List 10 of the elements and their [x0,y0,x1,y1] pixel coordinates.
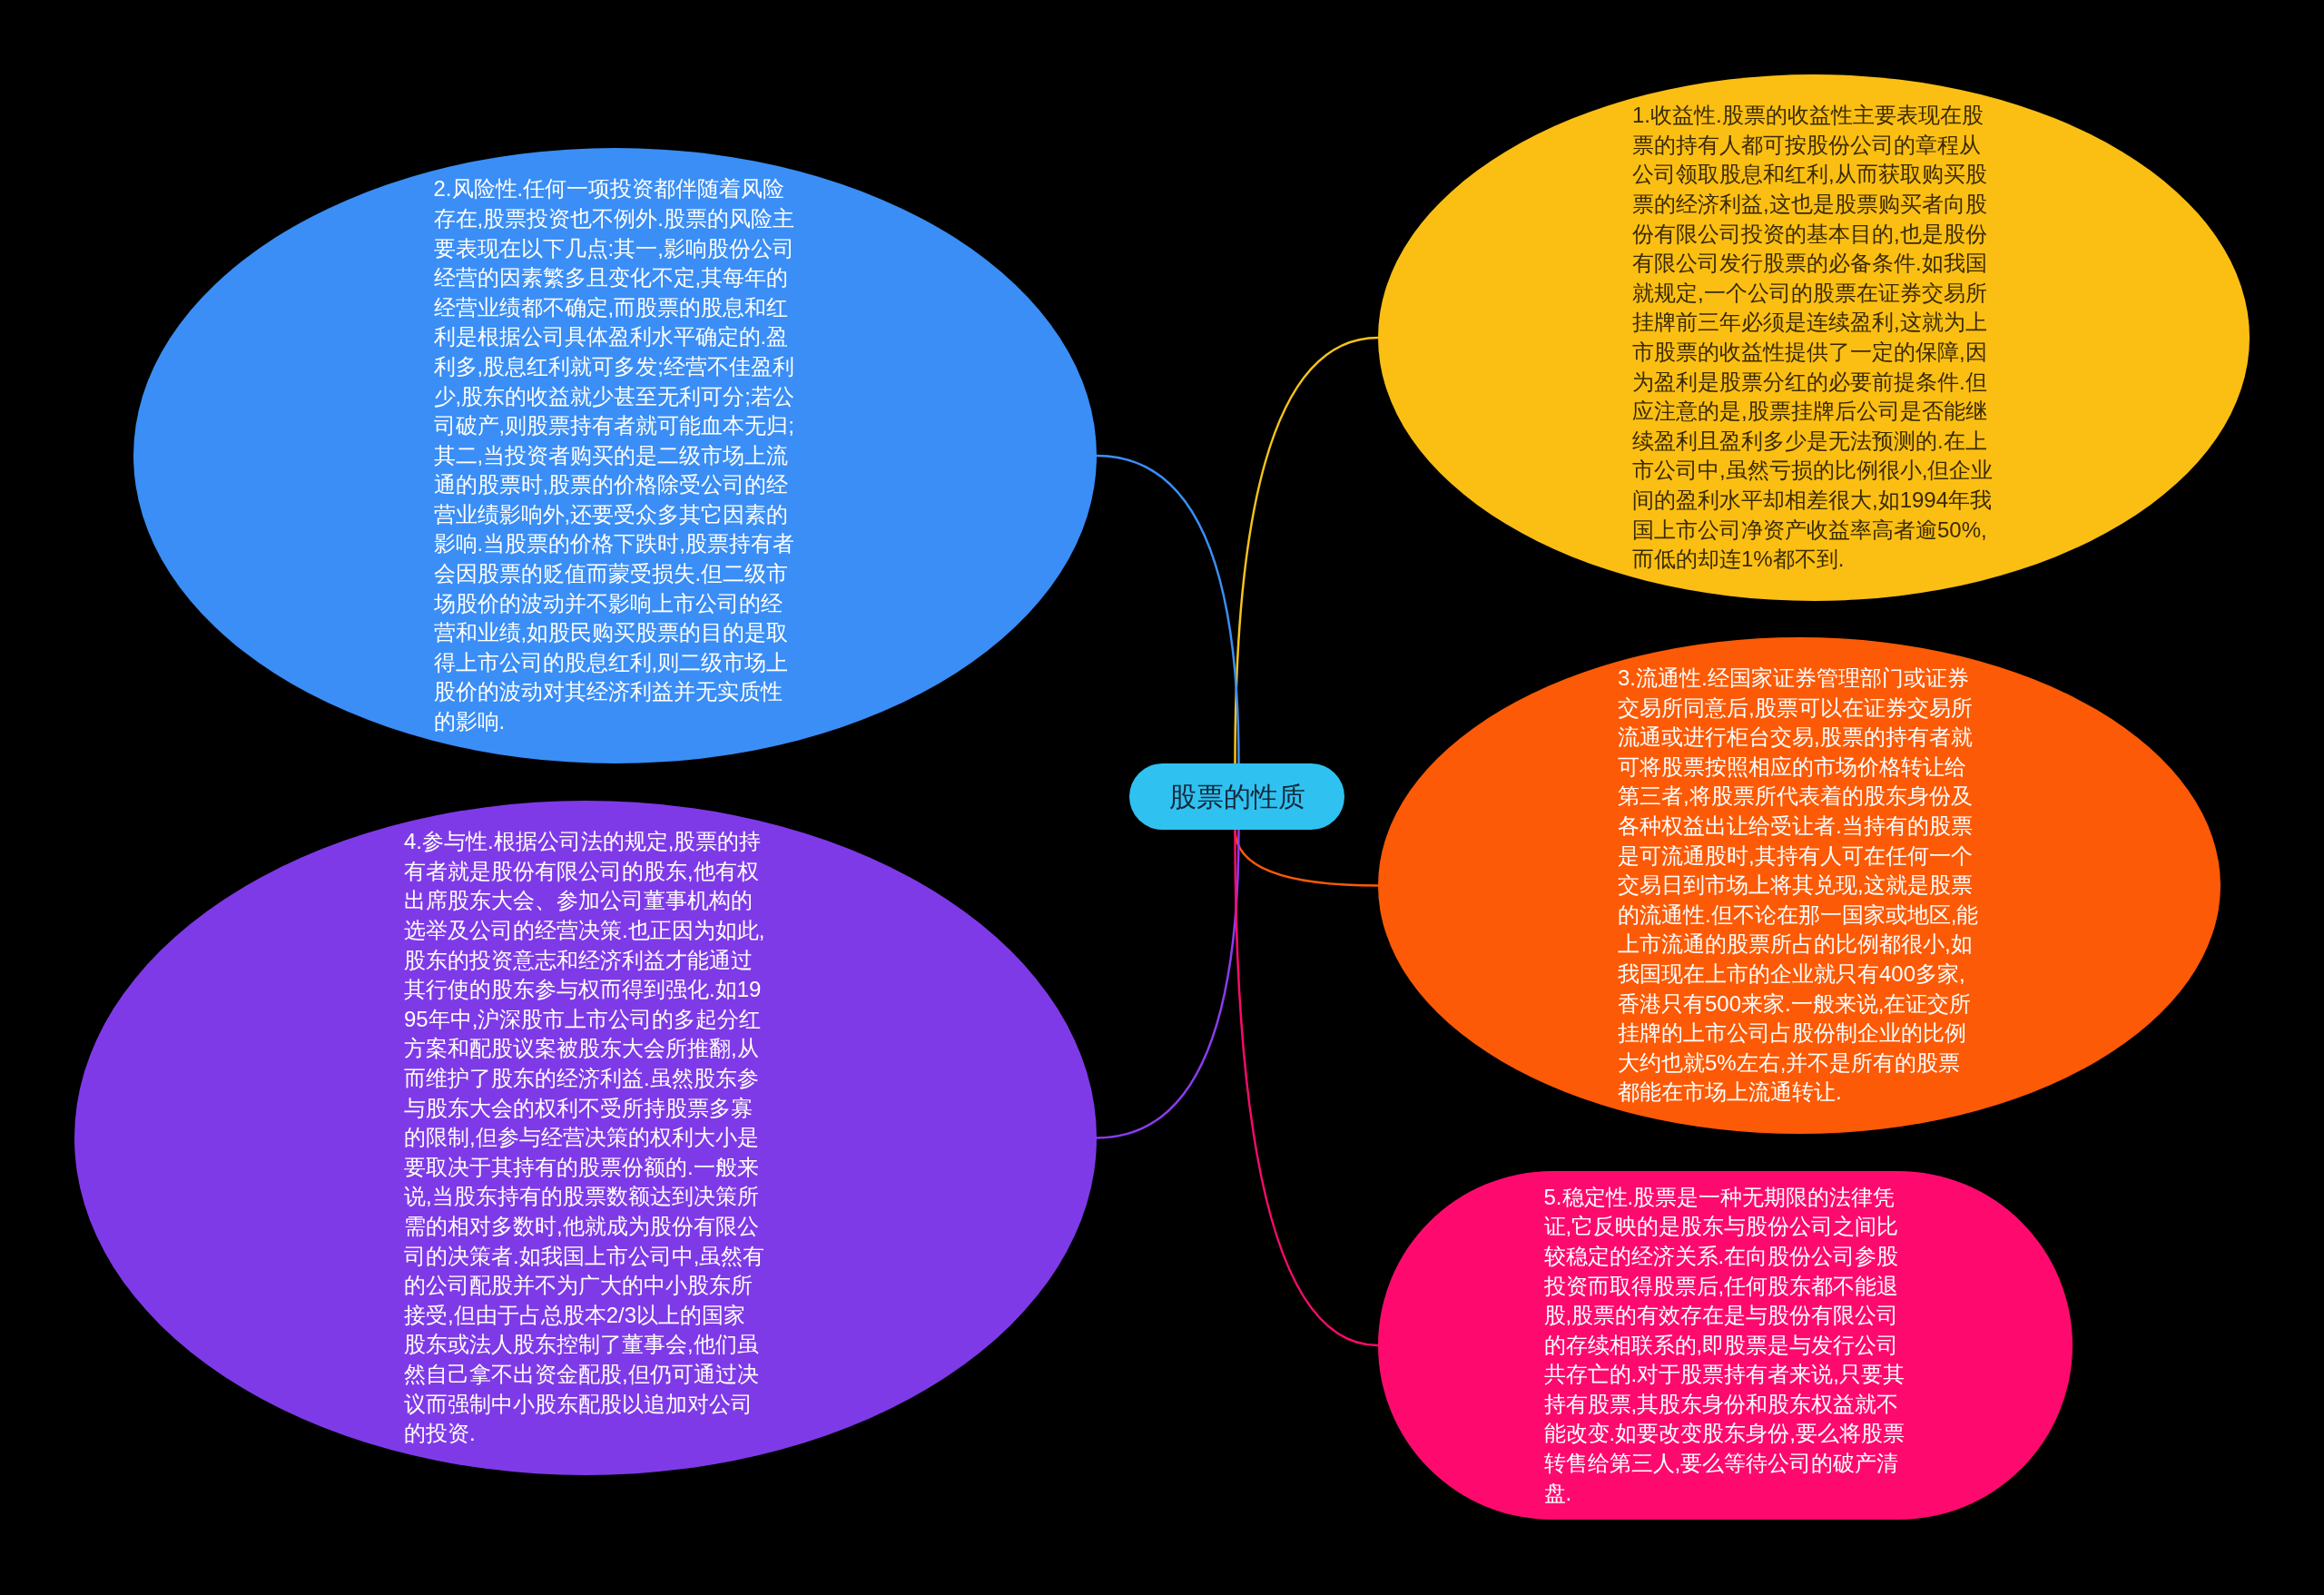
topic-text: 4.参与性.根据公司法的规定,股票的持有者就是股份有限公司的股东,他有权出席股东大会、参加公司董事机构的选举及公司的经营决策.也正因为如此,股东的投资意志和经济利益才能通过其行使的股东参与权而得到强化.如1995年中,沪深股市上市公司的多起分红方案和配股议案被股东大会所推翻,从而维护了股东的经济利益.虽然股东参与股东大会的权利不受所持股票多寡的限制,但参与经营决策的权利大小是要取决于其持有的股票份额的.一般来说,当股东持有的股票数额达到决策所需的相对多数时,他就成为股份有限公司的决策者.如我国上市公司中,虽然有的公司配股并不为广大的中小股东所接受,但由于占总股本2/3以上的国家股东或法人股东控制了董事会,他们虽然自己拿不出资金配股,但仍可通过决议而强制中小股东配股以追加对公司的投资. [404,828,766,1448]
topic-text: 3.流通性.经国家证券管理部门或证券交易所同意后,股票可以在证券交易所流通或进行柜台交易,股票的持有者就可将股票按照相应的市场价格转让给第三者,将股票所代表着的股东身份及各种权益出让给受让者.当持有的股票是可流通股时,其持有人可在任何一个交易日到市场上将其兑现,这就是股票的流通性.但不论在那一国家或地区,能上市流通的股票所占的比例都很小,如我国现在上市的企业就只有400多家,香港只有500来家.一般来说,在证交所挂牌的上市公司占股份制企业的比例大约也就5%左右,并不是所有的股票都能在市场上流通转让. [1618,665,1980,1107]
connector-line [1234,336,1379,763]
topic-text: 1.收益性.股票的收益性主要表现在股票的持有人都可按股份公司的章程从公司领取股息和红利,从而获取购买股票的经济利益,这也是股票购买者向股份有限公司投资的基本目的,也是股份有限公司发行股票的必备条件.如我国就规定,一个公司的股票在证券交易所挂牌前三年必须是连续盈利,这就为上市股票的收益性提供了一定的保障,因为盈利是股票分红的必要前提条件.但应注意的是,股票挂牌后公司是否能继续盈利且盈利多少是无法预测的.在上市公司中,虽然亏损的比例很小,但企业间的盈利水平却相差很大,如1994年我国上市公司净资产收益率高者逾50%,而低的却连1%都不到. [1632,102,1994,574]
topic-title: 股票的性质 [1168,781,1305,813]
connector-line [1096,829,1240,1139]
topic-text: 5.稳定性.股票是一种无期限的法律凭证,它反映的是股东与股份公司之间比较稳定的经济关系.在向股份公司参股投资而取得股票后,任何股东都不能退股,股票的有效存在是与股份有限公司的存续相联系的,即股票是与发行公司共存亡的.对于股票持有者来说,只要其持有股票,其股东身份和股东权益就不能改变.如要改变股东身份,要么将股票转售给第三人,要么等待公司的破产清盘. [1543,1183,1905,1507]
topic-text: 2.风险性.任何一项投资都伴随着风险存在,股票投资也不例外.股票的风险主要表现在以下几点:其一,影响股份公司经营的因素繁多且变化不定,其每年的经营业绩都不确定,而股票的股息和红利是根据公司具体盈利水平确定的.盈利多,股息红利就可多发;经营不佳盈利少,股东的收益就少甚至无利可分;若公司破产,则股票持有者就可能血本无归;其二,当投资者购买的是二级市场上流通的股票时,股票的价格除受公司的经营业绩影响外,还要受众多其它因素的影响.当股票的价格下跌时,股票持有者会因股票的贬值而蒙受损失.但二级市场股价的波动并不影响上市公司的经营和业绩,如股民购买股票的目的是取得上市公司的股息红利,则二级市场上股价的波动对其经济利益并无实质性的影响. [433,175,795,736]
connector-line [1234,830,1379,1347]
connector-line [1096,454,1240,764]
